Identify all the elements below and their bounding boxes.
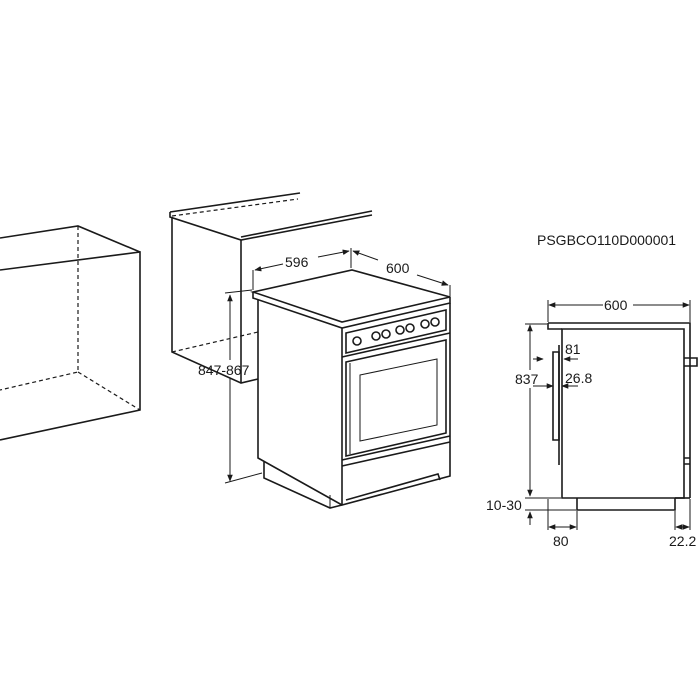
- left-cabinet: [0, 225, 141, 441]
- knob: [405, 323, 415, 333]
- control-panel: [345, 308, 447, 355]
- oven-door: [345, 339, 447, 458]
- knob: [381, 329, 391, 339]
- door-thickness-label: 26.8: [565, 370, 592, 386]
- plinth-back-label: 22.2: [669, 533, 696, 549]
- knobs: [352, 317, 440, 346]
- oven-window: [359, 358, 438, 442]
- knob: [352, 336, 362, 346]
- feet-adjust-label: 10-30: [486, 497, 522, 513]
- storage-drawer: [341, 441, 451, 467]
- handle-offset-label: 81: [565, 341, 581, 357]
- door-handle: [552, 351, 560, 441]
- plinth: [576, 498, 676, 511]
- knob: [395, 325, 405, 335]
- cooker-perspective: [250, 269, 451, 509]
- adjacent-cabinet: [169, 192, 373, 384]
- side-depth-label: 600: [604, 297, 628, 313]
- width-label: 596: [285, 254, 309, 270]
- side-view-dimensions: [525, 300, 691, 530]
- knob: [371, 331, 381, 341]
- cooker-side-view: [547, 322, 698, 511]
- side-height-label: 837: [515, 371, 539, 387]
- height-range-label: 847-867: [198, 362, 250, 378]
- knob: [420, 319, 430, 329]
- knob: [430, 317, 440, 327]
- depth-label: 600: [386, 260, 410, 276]
- plinth-front-label: 80: [553, 533, 569, 549]
- product-code: PSGBCO110D000001: [537, 232, 676, 248]
- perspective-dimensions: [224, 248, 451, 484]
